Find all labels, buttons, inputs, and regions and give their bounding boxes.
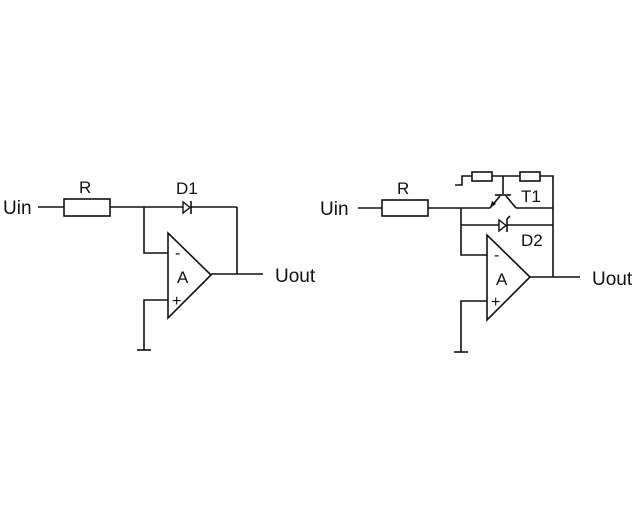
inv-input-sign: - (175, 245, 180, 262)
output-label-uout: Uout (275, 266, 316, 287)
opamp-a (486, 233, 532, 322)
input-label-uin: Uin (320, 199, 349, 220)
circuit-right: Uin R T1 D2 (320, 171, 633, 353)
transistor-t1 (489, 176, 553, 209)
resistor-label: R (397, 179, 409, 198)
inverting-input-wire (460, 208, 487, 256)
inv-input-sign: - (494, 247, 499, 264)
diode-d1 (182, 200, 192, 215)
inverting-input-wire (143, 207, 168, 254)
opamp-label: A (496, 270, 508, 289)
noninv-input-sign: + (172, 293, 181, 310)
bias-resistor-1 (471, 171, 493, 182)
diode-label: D1 (176, 179, 198, 198)
output-label-uout: Uout (592, 269, 633, 290)
resistor-r (381, 199, 429, 217)
resistor-r (63, 198, 111, 217)
opamp-label: A (177, 268, 189, 287)
right-feedback-rail (540, 175, 554, 277)
transistor-label: T1 (521, 187, 541, 206)
input-label-uin: Uin (3, 198, 32, 219)
diode-d2 (498, 215, 511, 233)
diode-label: D2 (521, 231, 543, 250)
bias-resistor-2 (519, 171, 541, 182)
bias-ground-stub (455, 175, 472, 186)
opamp-a (167, 231, 213, 320)
noninverting-input-wire (460, 300, 487, 352)
resistor-label: R (79, 178, 91, 197)
circuit-left: Uin R D1 - + A Uout (3, 178, 316, 351)
noninv-input-sign: + (491, 294, 500, 311)
noninverting-input-wire (143, 299, 168, 350)
